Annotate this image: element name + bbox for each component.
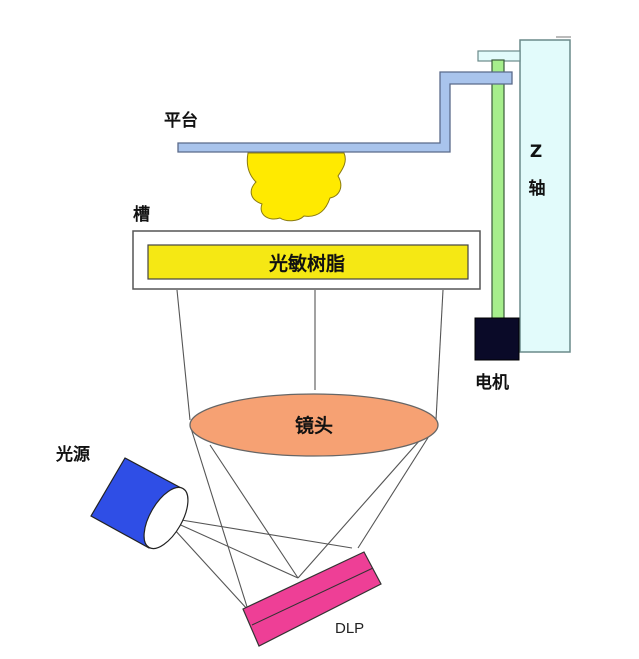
z-axis-panel: [519, 39, 571, 353]
build-platform: [177, 71, 513, 153]
light-source: [90, 457, 189, 550]
label-dlp: DLP: [335, 620, 364, 637]
label-z-axis-char: 轴: [529, 178, 546, 199]
beam-upper: [176, 289, 444, 421]
label-z-axis-z: Z: [530, 142, 542, 162]
label-lens: 镜头: [295, 414, 333, 437]
label-motor: 电机: [475, 372, 509, 393]
beam-source: [162, 516, 353, 611]
beam-lower: [189, 424, 437, 611]
motor-block: [474, 317, 520, 361]
label-light-source: 光源: [55, 444, 90, 465]
label-platform: 平台: [164, 110, 198, 131]
label-vat: 槽: [133, 204, 150, 225]
lens: [189, 393, 439, 457]
label-resin: 光敏树脂: [268, 252, 345, 275]
resin-layer: [147, 244, 469, 280]
print-object: [246, 152, 346, 222]
z-lead-screw: [491, 59, 505, 323]
dlp-chip: [242, 551, 382, 647]
